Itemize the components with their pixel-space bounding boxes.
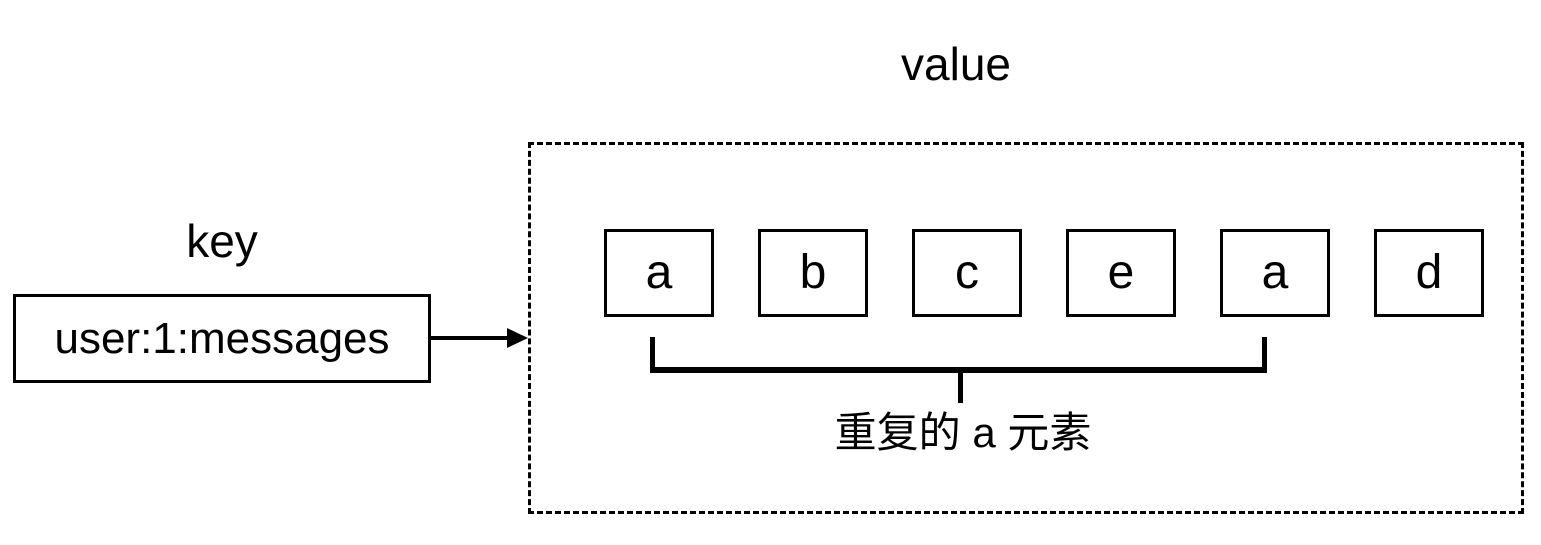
bracket-right-tick	[1262, 337, 1267, 371]
element-box: e	[1066, 229, 1176, 317]
duplicate-elements-caption: 重复的 a 元素	[834, 409, 1092, 456]
key-box: user:1:messages	[13, 294, 431, 383]
value-label: value	[901, 38, 1011, 90]
bracket-stem	[958, 373, 963, 403]
bracket-bar	[650, 367, 1267, 373]
element-box: d	[1374, 229, 1484, 317]
element-box: a	[1220, 229, 1330, 317]
element-box: b	[758, 229, 868, 317]
value-container	[528, 142, 1524, 514]
bracket-left-tick	[650, 337, 655, 371]
key-label: key	[186, 215, 258, 267]
key-to-value-arrow-line	[431, 336, 511, 340]
arrow-head-icon	[507, 328, 528, 348]
element-box: c	[912, 229, 1022, 317]
element-box: a	[604, 229, 714, 317]
key-name: user:1:messages	[54, 313, 390, 363]
